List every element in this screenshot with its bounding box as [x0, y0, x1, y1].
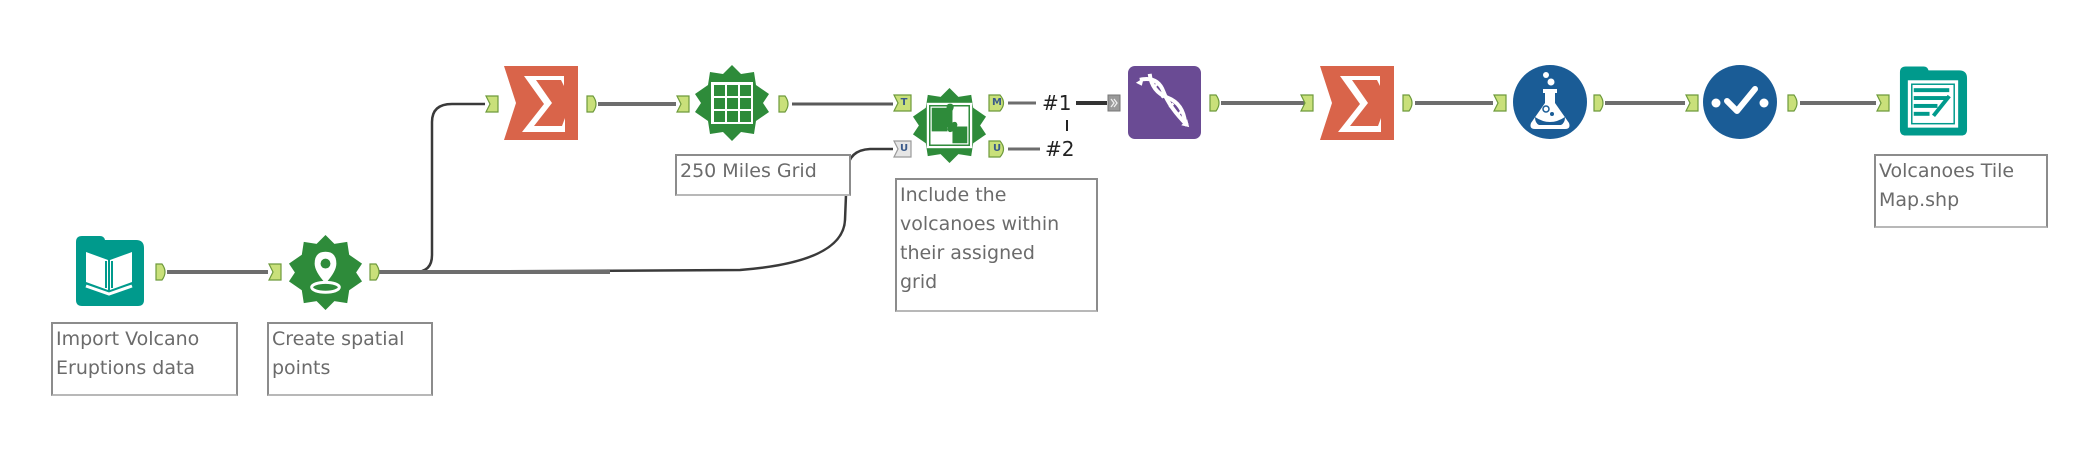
- input-anchor[interactable]: [268, 263, 282, 281]
- book-icon: [76, 236, 144, 306]
- input-anchor[interactable]: [676, 95, 690, 113]
- tool-summarize-2[interactable]: [1320, 66, 1394, 140]
- stream-label-2: #2: [1045, 137, 1075, 161]
- output-anchor[interactable]: [1787, 94, 1801, 112]
- input-anchor[interactable]: [1876, 94, 1890, 112]
- tool-make-grid[interactable]: [693, 64, 771, 142]
- flask-icon: [1513, 65, 1587, 139]
- annotation-spatial-match[interactable]: Include the volcanoes within their assig…: [895, 178, 1098, 312]
- tool-output-data[interactable]: [1896, 64, 1969, 138]
- puzzle-icon: [912, 87, 987, 164]
- output-anchor[interactable]: [778, 95, 792, 113]
- output-anchor[interactable]: [155, 263, 169, 281]
- tool-create-points[interactable]: [287, 234, 364, 311]
- tool-formula[interactable]: [1513, 65, 1587, 139]
- annotation-input-data[interactable]: Import Volcano Eruptions data: [51, 322, 238, 396]
- output-anchor[interactable]: [369, 263, 383, 281]
- multi-input-anchor[interactable]: [1107, 94, 1121, 112]
- input-anchor[interactable]: [1685, 94, 1699, 112]
- tool-spatial-match[interactable]: [911, 87, 988, 164]
- universe-anchor-label: U: [899, 143, 909, 154]
- check-icon: [1703, 65, 1777, 139]
- output-anchor[interactable]: [1402, 94, 1416, 112]
- sigma-icon: [504, 66, 578, 140]
- tool-select[interactable]: [1703, 65, 1777, 139]
- unmatched-output-anchor[interactable]: [988, 140, 1008, 158]
- grid-icon: [695, 65, 769, 141]
- tool-input-data[interactable]: [72, 234, 146, 308]
- universe-input-anchor[interactable]: [893, 140, 912, 158]
- dna-icon: [1128, 66, 1201, 139]
- connection-create-points-to-summarize-1[interactable]: [375, 102, 485, 274]
- tool-summarize-1[interactable]: [504, 66, 578, 140]
- target-input-anchor[interactable]: [893, 94, 912, 112]
- annotation-output-data[interactable]: Volcanoes Tile Map.shp: [1874, 154, 2048, 228]
- input-anchor[interactable]: [1493, 94, 1507, 112]
- write-file-icon: [1899, 66, 1968, 136]
- annotation-create-points[interactable]: Create spatial points: [267, 322, 433, 396]
- matched-anchor-label: M: [992, 97, 1002, 108]
- target-anchor-label: T: [900, 97, 908, 108]
- sigma-icon: [1320, 66, 1394, 140]
- tool-union[interactable]: [1128, 66, 1201, 139]
- annotation-make-grid[interactable]: 250 Miles Grid: [675, 154, 851, 196]
- input-anchor[interactable]: [485, 95, 499, 113]
- map-pin-icon: [288, 234, 363, 311]
- matched-output-anchor[interactable]: [988, 94, 1008, 112]
- output-anchor[interactable]: [1593, 94, 1607, 112]
- connection-create-points-to-spatial-match-universe[interactable]: [374, 147, 893, 274]
- output-anchor[interactable]: [1209, 94, 1223, 112]
- stream-label-1: #1: [1042, 91, 1072, 115]
- output-anchor[interactable]: [586, 95, 600, 113]
- unmatched-anchor-label: U: [992, 143, 1002, 154]
- input-anchor[interactable]: [1300, 94, 1314, 112]
